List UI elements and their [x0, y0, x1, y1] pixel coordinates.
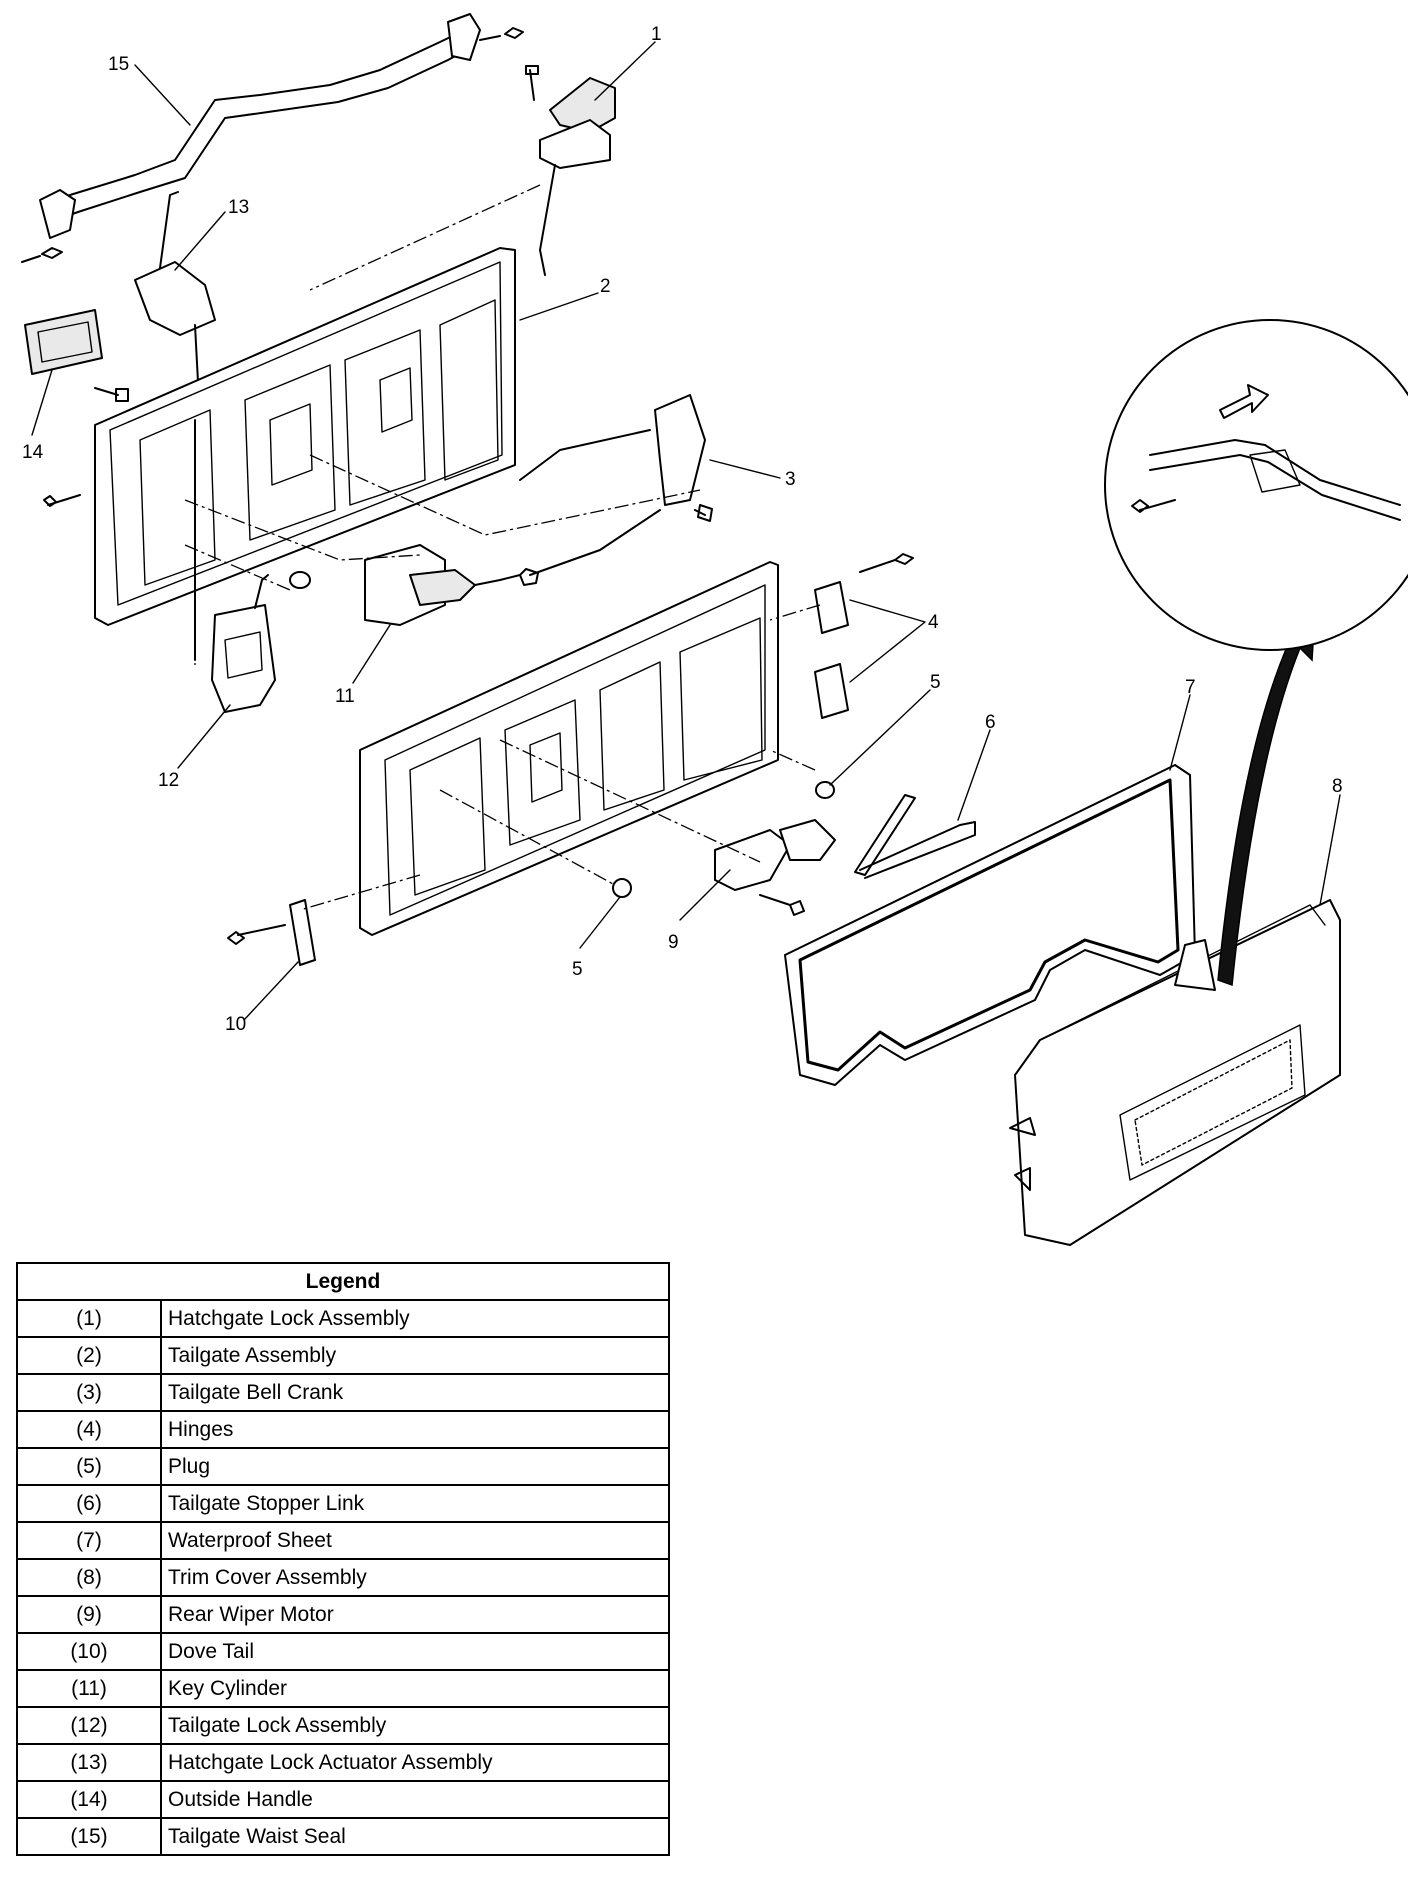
legend-row: (7)Waterproof Sheet	[16, 1521, 670, 1560]
legend-number: (4)	[16, 1410, 162, 1449]
callout-5b: 5	[572, 959, 583, 980]
legend-row: (1)Hatchgate Lock Assembly	[16, 1299, 670, 1338]
legend-row: (2)Tailgate Assembly	[16, 1336, 670, 1375]
legend-number: (9)	[16, 1595, 162, 1634]
legend-part-name: Tailgate Lock Assembly	[160, 1706, 670, 1745]
legend-part-name: Hatchgate Lock Actuator Assembly	[160, 1743, 670, 1782]
legend-table: Legend (1)Hatchgate Lock Assembly(2)Tail…	[16, 1262, 670, 1856]
legend-row: (5)Plug	[16, 1447, 670, 1486]
legend-number: (1)	[16, 1299, 162, 1338]
legend-row: (13)Hatchgate Lock Actuator Assembly	[16, 1743, 670, 1782]
legend-number: (14)	[16, 1780, 162, 1819]
legend-header-row: Legend	[16, 1262, 670, 1301]
legend-number: (13)	[16, 1743, 162, 1782]
callout-9: 9	[668, 932, 679, 953]
callout-12: 12	[158, 770, 179, 791]
legend-row: (6)Tailgate Stopper Link	[16, 1484, 670, 1523]
callout-11: 11	[335, 686, 355, 707]
legend-part-name: Rear Wiper Motor	[160, 1595, 670, 1634]
callout-6: 6	[985, 712, 996, 733]
legend-row: (4)Hinges	[16, 1410, 670, 1449]
outside-handle	[24, 309, 129, 402]
inset-arrow-icon	[1219, 384, 1269, 419]
callout-13: 13	[228, 197, 249, 218]
hatchgate-lock-assembly	[525, 65, 616, 276]
legend-body: (1)Hatchgate Lock Assembly(2)Tailgate As…	[16, 1299, 670, 1856]
legend-part-name: Key Cylinder	[160, 1669, 670, 1708]
waterproof-sheet	[784, 764, 1196, 1086]
tailgate-waist-seal	[21, 13, 524, 263]
hinges	[814, 553, 914, 719]
key-cylinder	[364, 544, 539, 626]
legend-part-name: Waterproof Sheet	[160, 1521, 670, 1560]
callout-3: 3	[785, 469, 796, 490]
legend-number: (2)	[16, 1336, 162, 1375]
legend-row: (12)Tailgate Lock Assembly	[16, 1706, 670, 1745]
legend-part-name: Plug	[160, 1447, 670, 1486]
exploded-view-diagram: 1 2 3 4 5 5 6 7 8 9 10 11 12 13 14 15	[21, 13, 1408, 1246]
legend-number: (8)	[16, 1558, 162, 1597]
legend-number: (15)	[16, 1817, 162, 1856]
callout-labels: 1 2 3 4 5 5 6 7 8 9 10 11 12 13 14 15	[22, 24, 1343, 1035]
tailgate-assembly-lower	[359, 561, 779, 936]
legend-part-name: Outside Handle	[160, 1780, 670, 1819]
bolt-left-upper	[43, 494, 81, 507]
legend-number: (5)	[16, 1447, 162, 1486]
plug-upper	[815, 781, 835, 799]
legend-row: (10)Dove Tail	[16, 1632, 670, 1671]
plug-lower	[612, 878, 632, 898]
legend-row: (11)Key Cylinder	[16, 1669, 670, 1708]
legend-row: (15)Tailgate Waist Seal	[16, 1817, 670, 1856]
legend-row: (8)Trim Cover Assembly	[16, 1558, 670, 1597]
leader-lines	[31, 41, 1341, 1021]
legend-number: (6)	[16, 1484, 162, 1523]
tailgate-assembly-upper	[94, 247, 516, 626]
dove-tail	[227, 899, 316, 966]
alignment-lines	[184, 184, 821, 911]
callout-10: 10	[225, 1014, 246, 1035]
legend-part-name: Tailgate Waist Seal	[160, 1817, 670, 1856]
tailgate-lock-assembly	[194, 419, 276, 713]
legend-title: Legend	[16, 1262, 670, 1301]
legend-number: (7)	[16, 1521, 162, 1560]
trim-cover-assembly	[1009, 899, 1341, 1246]
legend-row: (14)Outside Handle	[16, 1780, 670, 1819]
legend-row: (3)Tailgate Bell Crank	[16, 1373, 670, 1412]
legend-part-name: Trim Cover Assembly	[160, 1558, 670, 1597]
legend-number: (3)	[16, 1373, 162, 1412]
callout-8: 8	[1332, 776, 1343, 797]
callout-2: 2	[600, 276, 611, 297]
tailgate-bell-crank	[519, 394, 713, 576]
legend-number: (11)	[16, 1669, 162, 1708]
callout-4: 4	[928, 612, 939, 633]
legend-part-name: Tailgate Stopper Link	[160, 1484, 670, 1523]
tailgate-stopper-link	[854, 794, 976, 879]
rear-wiper-motor	[714, 819, 836, 916]
nut-upper	[289, 571, 311, 589]
legend-part-name: Tailgate Assembly	[160, 1336, 670, 1375]
callout-5a: 5	[930, 672, 941, 693]
callout-1: 1	[651, 24, 662, 45]
legend-number: (12)	[16, 1706, 162, 1745]
legend-part-name: Dove Tail	[160, 1632, 670, 1671]
legend-part-name: Tailgate Bell Crank	[160, 1373, 670, 1412]
legend-row: (9)Rear Wiper Motor	[16, 1595, 670, 1634]
callout-15: 15	[108, 54, 129, 75]
callout-14: 14	[22, 442, 44, 463]
legend-number: (10)	[16, 1632, 162, 1671]
legend-part-name: Hatchgate Lock Assembly	[160, 1299, 670, 1338]
legend-part-name: Hinges	[160, 1410, 670, 1449]
inset-detail	[1104, 319, 1408, 651]
callout-7: 7	[1185, 677, 1196, 698]
